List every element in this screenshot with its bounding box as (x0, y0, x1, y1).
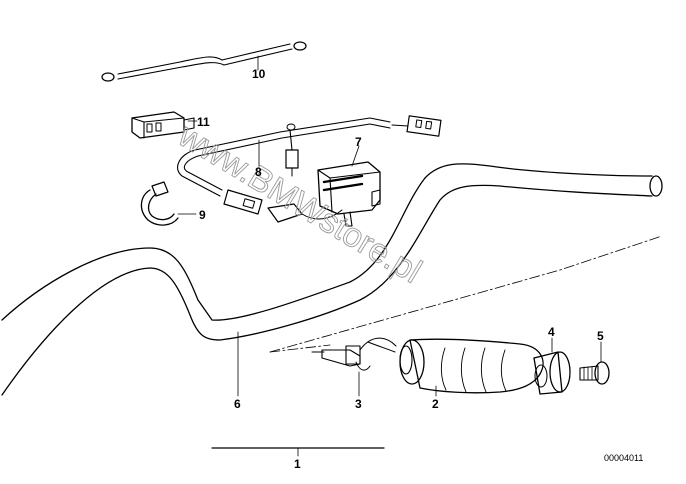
watermark-text: www.BMWstore.pl (171, 116, 428, 291)
screw (579, 361, 610, 385)
callout-5: 5 (597, 329, 604, 343)
callout-10: 10 (252, 67, 266, 81)
callout-9: 9 (199, 208, 206, 222)
handlebar (1, 163, 663, 396)
cable-strap (140, 181, 179, 226)
callout-2: 2 (432, 397, 439, 411)
heated-grip (367, 338, 544, 394)
bar-end-weight (533, 351, 571, 395)
leader-lines (177, 55, 602, 457)
wiring-harness (177, 115, 442, 223)
callout-8: 8 (255, 165, 262, 179)
grip-cable (311, 337, 397, 371)
diagram-part-number: 00004011 (604, 453, 643, 463)
callout-1: 1 (294, 457, 301, 471)
callout-11: 11 (197, 115, 210, 129)
ground-cable (101, 41, 307, 82)
callout-labels: 10 11 7 8 9 4 5 6 3 2 1 (197, 67, 604, 471)
callout-6: 6 (234, 397, 241, 411)
callout-7: 7 (355, 135, 362, 149)
heated-grip-switch (317, 161, 381, 227)
plug-connector (131, 111, 195, 139)
callout-4: 4 (548, 325, 555, 339)
callout-3: 3 (355, 397, 362, 411)
